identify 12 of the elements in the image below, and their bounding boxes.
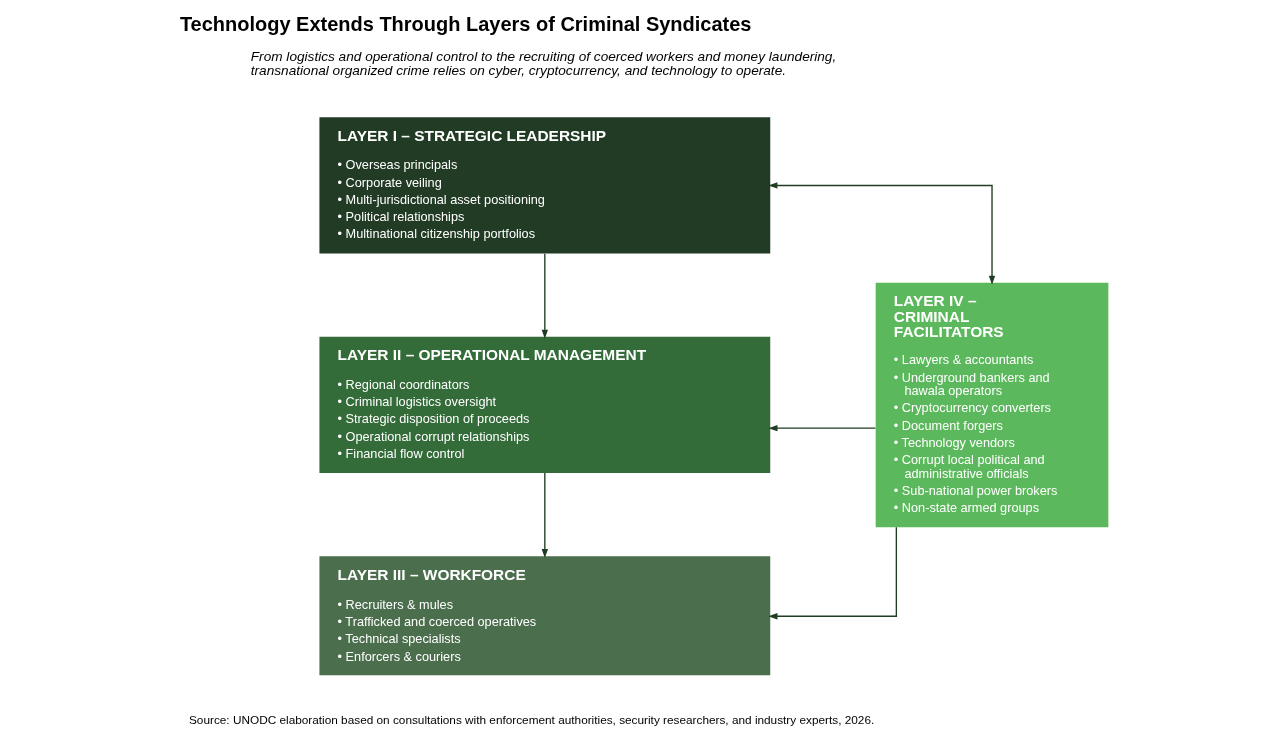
arrow [767,182,995,285]
node-box: LAYER I – STRATEGIC LEADERSHIP • Overseas principals • Corporate veiling • Multi-jurisdictional asset positioning • Political relationships • Multinational citizenship portfolios [318,117,770,254]
arrow [767,424,876,432]
arrow [541,472,548,559]
arrow [541,253,548,339]
node-box: LAYER IV – CRIMINAL FACILITATORS • Lawyers & accountants • Underground bankers and hawala operators • Cryptocurrency converters • Document forgers • Technology vendors • Corrupt local political and administrative officials • Sub-national power brokers • Non-state armed groups [875,282,1108,528]
node-box: LAYER II – OPERATIONAL MANAGEMENT • Regional coordinators • Criminal logistics oversight • Strategic disposition of proceeds • Operational corrupt relationships • Financial flow control [318,336,770,474]
node-box: LAYER III – WORKFORCE • Recruiters & mules • Trafficked and coerced operatives • Technical specialists • Enforcers & couriers [318,556,770,676]
caption: Source: UNODC elaboration based on consultations with enforcement authorities, security researchers, and industry experts, 2026. [188,712,874,727]
diagram-title: Technology Extends Through Layers of Criminal Syndicates [179,12,751,35]
label: From logistics and operational control to the recruiting of coerced workers and money laundering, transnational organized crime relies on cyber, cryptocurrency, and technology to operate. [250,48,836,78]
arrow [767,526,897,620]
